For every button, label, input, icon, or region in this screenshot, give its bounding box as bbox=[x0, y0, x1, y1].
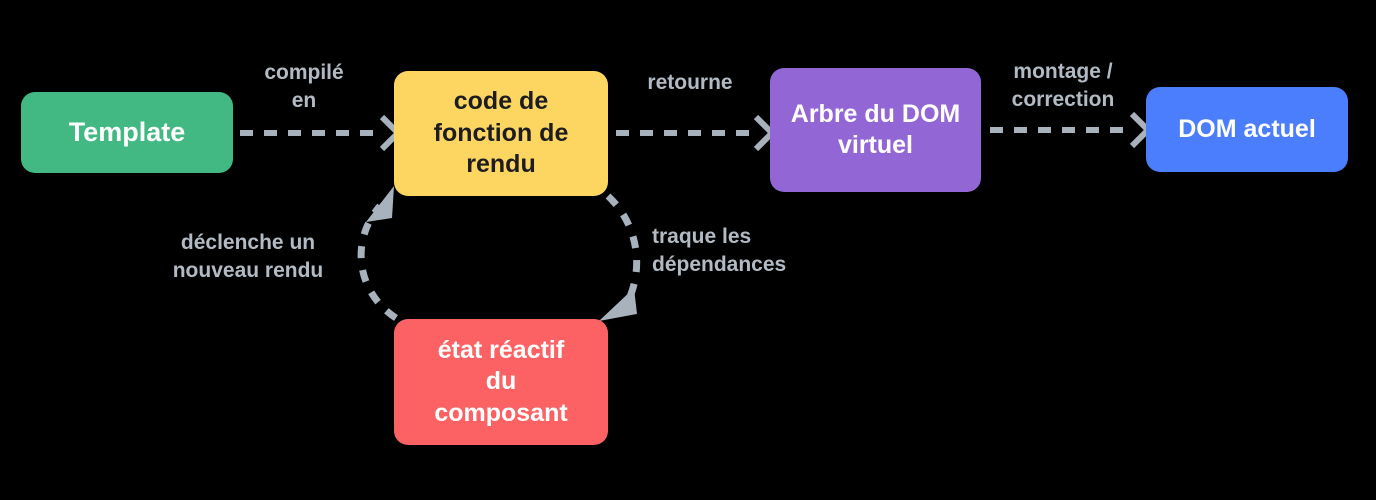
edge-label-track-dependencies: traque les dépendances bbox=[652, 225, 787, 276]
node-actual-dom[interactable]: DOM actuel bbox=[1146, 87, 1348, 172]
node-render-function[interactable]: code de fonction de rendu bbox=[394, 71, 608, 196]
edge-label-returns: retourne bbox=[647, 71, 733, 94]
edge-returns bbox=[616, 114, 777, 152]
edge-label-mount: montage / correction bbox=[1011, 60, 1115, 111]
node-reactive-state-label: état réactif du composant bbox=[434, 335, 568, 427]
node-template-label: Template bbox=[68, 117, 186, 148]
node-actual-dom-label: DOM actuel bbox=[1178, 114, 1316, 143]
node-render-function-label: code de fonction de rendu bbox=[433, 87, 569, 179]
node-virtual-dom-tree-label: Arbre du DOM virtuel bbox=[790, 99, 961, 160]
edge-retrigger bbox=[357, 186, 398, 321]
edge-compile bbox=[240, 114, 403, 152]
edge-track bbox=[599, 193, 641, 321]
edge-label-trigger-rerender: déclenche un nouveau rendu bbox=[172, 231, 324, 282]
edge-label-compile: compilé en bbox=[264, 61, 344, 112]
node-template[interactable]: Template bbox=[21, 92, 233, 173]
node-reactive-state[interactable]: état réactif du composant bbox=[394, 319, 608, 445]
node-virtual-dom-tree[interactable]: Arbre du DOM virtuel bbox=[770, 68, 981, 192]
edge-mount bbox=[990, 111, 1153, 149]
